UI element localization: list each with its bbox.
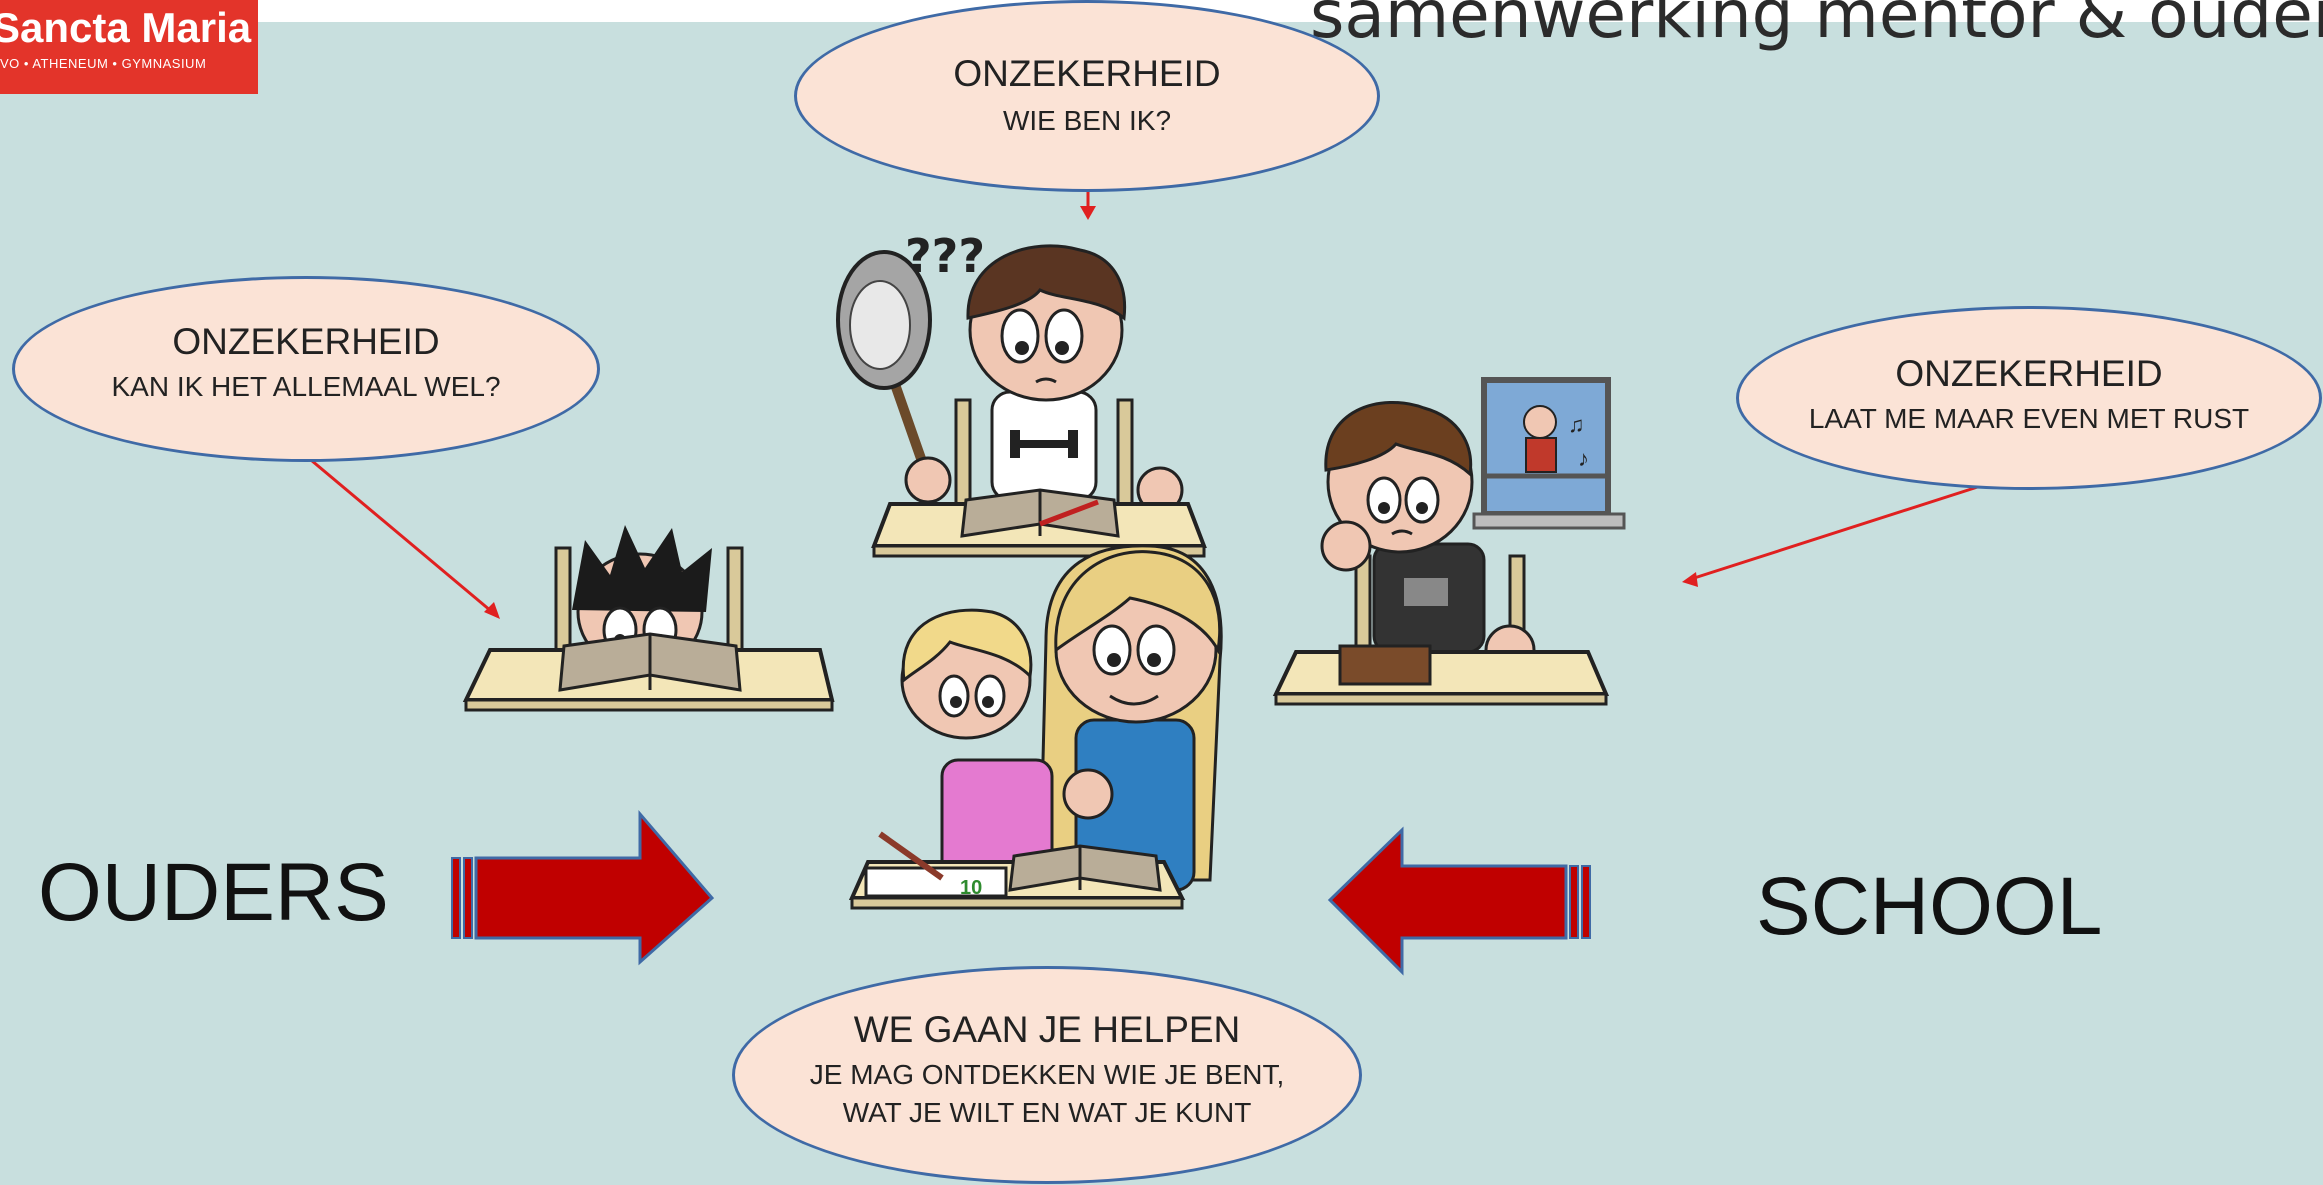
arrow-ouders[interactable] bbox=[451, 809, 715, 966]
svg-text:♫: ♫ bbox=[1568, 412, 1585, 437]
arrow-school[interactable] bbox=[1327, 826, 1591, 976]
bubble-bottom-heading: WE GAAN JE HELPEN bbox=[853, 1009, 1241, 1050]
student-right-window: ♫ ♪ bbox=[1272, 377, 1626, 706]
logo-name: Sancta Maria bbox=[0, 4, 252, 51]
bubble-left-heading: ONZEKERHEID bbox=[172, 321, 440, 362]
bubble-right-sub: LAAT ME MAAR EVEN MET RUST bbox=[1808, 403, 2250, 434]
bubble-bottom: WE GAAN JE HELPEN JE MAG ONTDEKKEN WIE J… bbox=[732, 966, 1362, 1184]
student-top-mirror: ??? bbox=[836, 229, 1207, 558]
label-ouders: OUDERS bbox=[38, 847, 389, 938]
school-logo: Sancta Maria VO • ATHENEUM • GYMNASIUM bbox=[0, 0, 258, 94]
bubble-top-heading: ONZEKERHEID bbox=[953, 53, 1221, 94]
bubble-right: ONZEKERHEID LAAT ME MAAR EVEN MET RUST bbox=[1736, 306, 2322, 490]
bubble-top-sub: WIE BEN IK? bbox=[1002, 105, 1172, 136]
bubble-right-heading: ONZEKERHEID bbox=[1895, 353, 2163, 394]
bubble-bottom-line1: JE MAG ONTDEKKEN WIE JE BENT, bbox=[809, 1059, 1285, 1090]
bubble-top: ONZEKERHEID WIE BEN IK? bbox=[794, 0, 1380, 192]
student-left-hiding bbox=[462, 525, 835, 712]
bubble-bottom-line2: WAT JE WILT EN WAT JE KUNT bbox=[842, 1097, 1252, 1128]
slide-title: samenwerking mentor & ouders bbox=[1310, 0, 2323, 53]
parent-and-child: 10 bbox=[848, 544, 1223, 910]
notebook-grade: 10 bbox=[960, 877, 982, 899]
logo-subtitle: VO • ATHENEUM • GYMNASIUM bbox=[0, 56, 207, 71]
svg-text:♪: ♪ bbox=[1578, 446, 1589, 471]
label-school: SCHOOL bbox=[1756, 861, 2103, 952]
bubble-left-sub: KAN IK HET ALLEMAAL WEL? bbox=[111, 371, 501, 402]
bubble-left: ONZEKERHEID KAN IK HET ALLEMAAL WEL? bbox=[12, 276, 600, 462]
